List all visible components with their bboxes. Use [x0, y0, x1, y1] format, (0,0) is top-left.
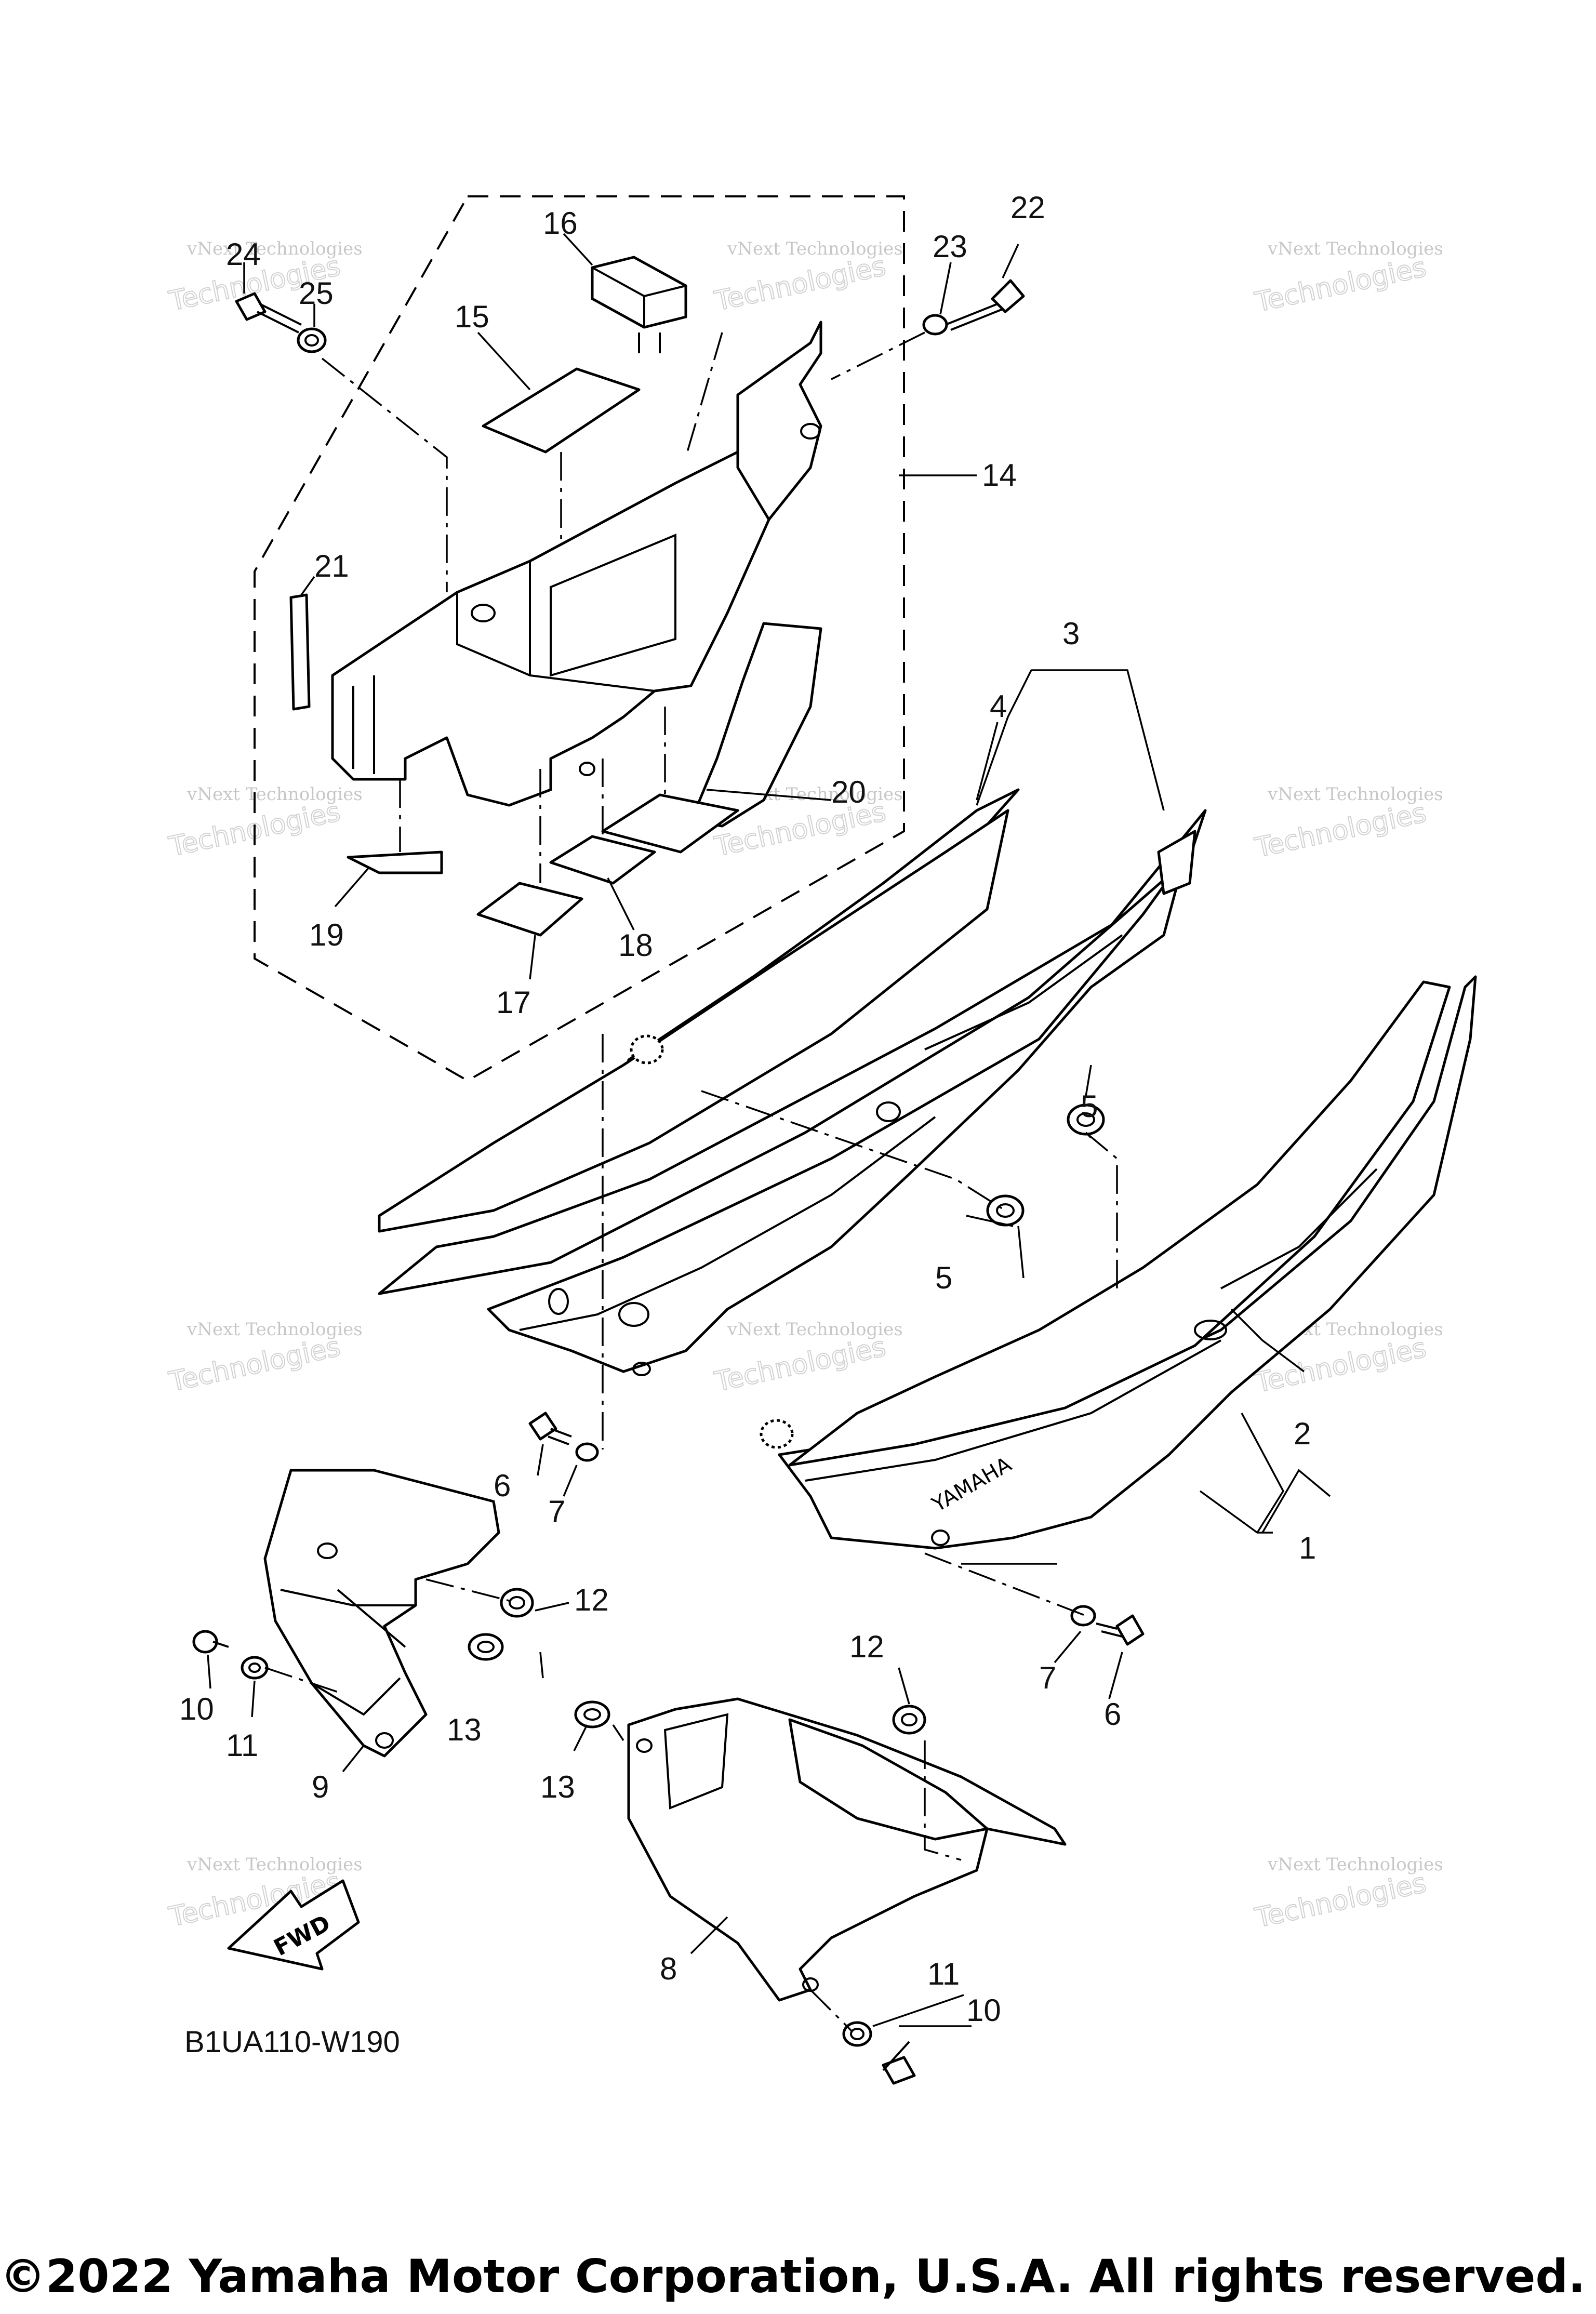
callout-5a: 5 [1081, 1089, 1098, 1124]
left-side-cover [378, 788, 1207, 1376]
grommet-hidden-a [630, 1034, 664, 1065]
screw-10b [882, 2041, 916, 2085]
right-side-cover: YAMAHA [778, 975, 1477, 1550]
callout-12b: 12 [849, 1629, 884, 1664]
watermark-small: vNext Technologies [187, 784, 363, 805]
callout-10b: 10 [966, 1993, 1001, 2028]
callout-13a: 13 [447, 1712, 482, 1747]
callout-16: 16 [543, 206, 578, 241]
callout-24: 24 [226, 237, 261, 272]
watermark-large: Technologies [712, 250, 888, 317]
assembly-boundary [254, 195, 905, 1082]
watermark-small: vNext Technologies [187, 1854, 363, 1875]
callout-12a: 12 [574, 1582, 609, 1617]
grommet-5b [1067, 1103, 1105, 1136]
callout-20: 20 [831, 775, 866, 809]
screw-10a [192, 1630, 229, 1654]
watermark-large: Technologies [1252, 797, 1429, 863]
watermark-large: Technologies [1252, 1867, 1429, 1934]
copyright-notice: ©2022 Yamaha Motor Corporation, U.S.A. A… [0, 2250, 1586, 2303]
callout-18: 18 [618, 928, 653, 963]
grommet-12a [500, 1588, 534, 1618]
callout-22: 22 [1010, 190, 1045, 225]
callout-15: 15 [455, 299, 489, 334]
callout-21: 21 [314, 549, 349, 583]
grommet-12b [892, 1705, 926, 1735]
watermark-small: vNext Technologies [1267, 238, 1443, 259]
callout-14: 14 [982, 458, 1017, 493]
watermark-small: vNext Technologies [187, 1319, 363, 1340]
pad-18 [549, 835, 656, 885]
right-lower-cover [627, 1697, 1067, 2002]
callout-2: 2 [1294, 1416, 1311, 1451]
callout-17: 17 [496, 985, 531, 1020]
callout-8: 8 [660, 1951, 677, 1986]
callout-10a: 10 [179, 1692, 214, 1726]
callout-9: 9 [312, 1770, 329, 1804]
bolt-24 [235, 292, 302, 334]
callout-5b: 5 [935, 1260, 952, 1295]
grommet-13a [468, 1633, 504, 1661]
left-decal [378, 809, 1009, 1233]
callout-7b: 7 [1039, 1660, 1056, 1695]
callouts: 1 2 3 4 5 5 6 6 7 7 8 9 10 10 11 11 12 1… [179, 190, 1316, 2028]
watermark-small: vNext Technologies [1267, 1854, 1443, 1875]
left-lower-cover [263, 1469, 500, 1758]
callout-6b: 6 [1104, 1697, 1121, 1732]
grommet-hidden-b [760, 1419, 794, 1449]
grommet-13b [574, 1700, 610, 1728]
bolt-22 [945, 279, 1025, 331]
washer-23 [922, 314, 948, 336]
callout-11a: 11 [226, 1728, 258, 1763]
callout-25: 25 [299, 276, 334, 311]
callout-23: 23 [933, 229, 967, 264]
collar-25 [297, 327, 327, 353]
callout-4: 4 [990, 689, 1007, 724]
callout-11b: 11 [927, 1957, 960, 1991]
callout-7a: 7 [548, 1494, 565, 1529]
pad-17 [476, 882, 583, 937]
watermark-large: Technologies [166, 1331, 343, 1398]
pad-20 [601, 793, 739, 854]
pad-15 [482, 367, 641, 454]
callout-3: 3 [1062, 616, 1080, 651]
strip-21 [289, 593, 311, 711]
battery-box [331, 321, 822, 828]
collar-11b [842, 2021, 872, 2047]
screw-6b [1096, 1614, 1145, 1646]
callout-19: 19 [309, 917, 344, 952]
watermark-small: vNext Technologies [1267, 784, 1443, 805]
watermark-small: vNext Technologies [727, 1319, 903, 1340]
screw-6a [528, 1412, 572, 1445]
callout-1: 1 [1299, 1531, 1316, 1565]
washer-7a [575, 1442, 599, 1462]
watermark-small: vNext Technologies [727, 238, 903, 259]
relay [591, 256, 687, 353]
leader-lines [207, 233, 1331, 2032]
callout-6a: 6 [494, 1468, 511, 1503]
pad-19 [347, 850, 443, 874]
watermark-large: Technologies [1252, 251, 1429, 318]
collar-11a [241, 1656, 269, 1680]
callout-13b: 13 [540, 1770, 575, 1804]
watermark-large: Technologies [712, 1331, 888, 1398]
watermark-small: vNext Technologies [187, 238, 363, 259]
washer-7b [1070, 1605, 1096, 1627]
diagram-code: B1UA110-W190 [184, 2025, 400, 2059]
